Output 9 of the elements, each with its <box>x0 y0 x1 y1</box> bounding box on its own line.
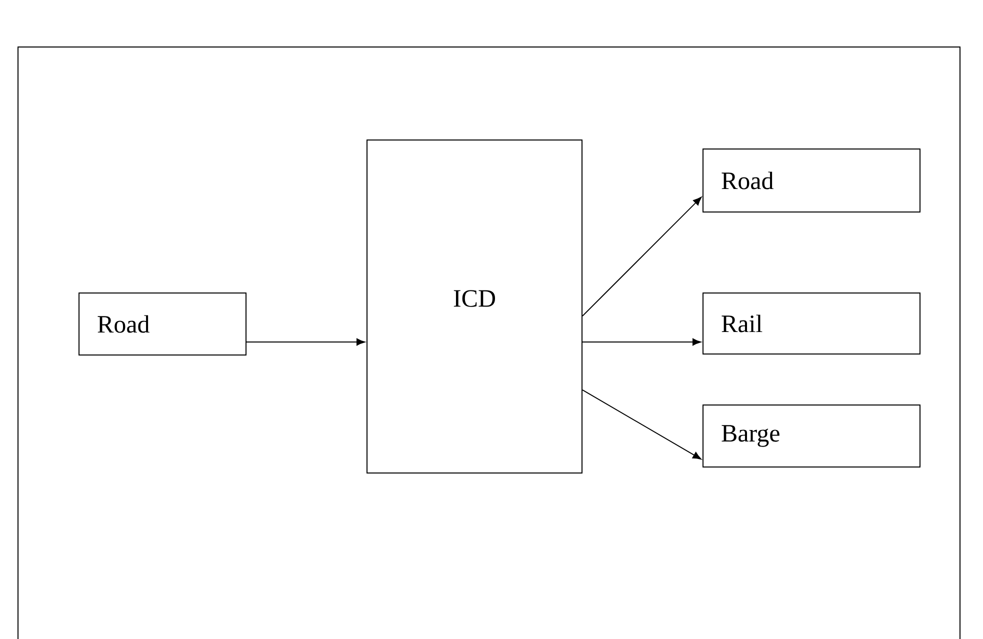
box: ICD <box>366 140 582 474</box>
arrow <box>582 196 702 316</box>
box: Rail <box>702 292 920 354</box>
box: Road <box>78 292 246 356</box>
arrow <box>582 338 702 346</box>
arrow <box>246 338 366 346</box>
box: Road <box>702 148 920 212</box>
arrow <box>582 389 702 460</box>
box: Barge <box>702 404 920 468</box>
